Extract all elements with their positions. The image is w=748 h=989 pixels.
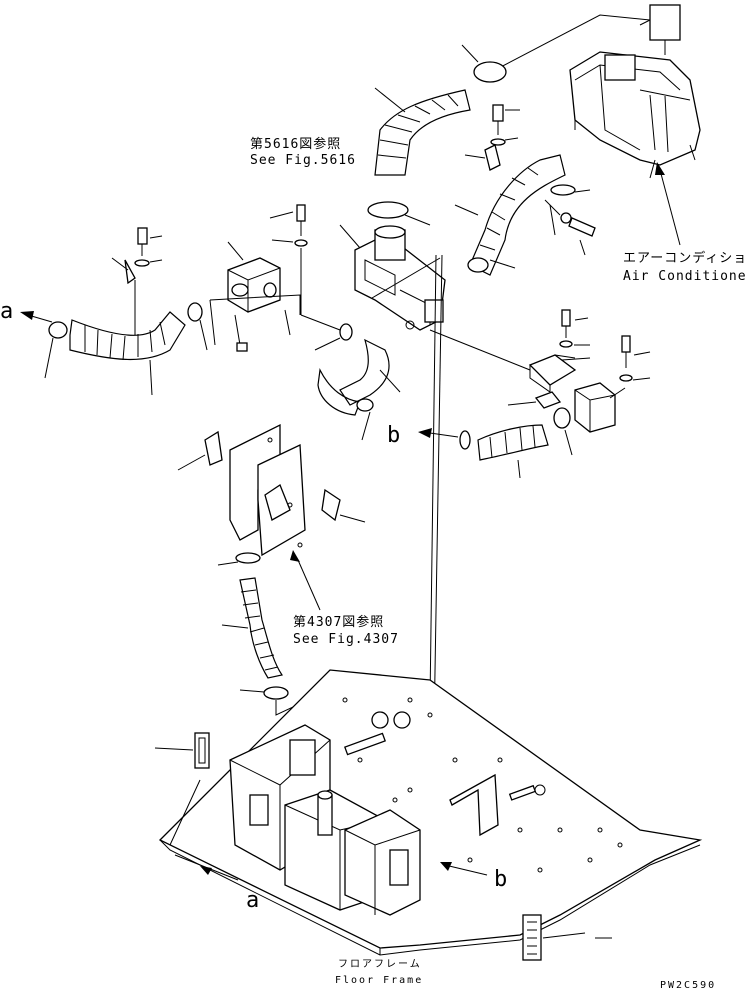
- floor-frame-label-en: Floor Frame: [335, 975, 423, 986]
- duct-junction: [354, 225, 446, 331]
- ref-5616-jp: 第5616図参照: [250, 136, 341, 152]
- marker-a-bottom: a: [246, 888, 259, 913]
- marker-b-bottom: b: [494, 867, 507, 892]
- ref-5616-en: See Fig.5616: [250, 153, 356, 168]
- marker-a-top: a: [0, 299, 13, 324]
- aircon-label-jp: エアーコンディショナ: [623, 250, 748, 266]
- junction-box-right: [553, 382, 616, 433]
- drawing-code: PW2C590: [660, 980, 716, 989]
- hose-right-lower: [477, 424, 549, 461]
- aircon-label-en: Air Conditioner: [623, 269, 748, 284]
- ref-4307-en: See Fig.4307: [293, 632, 399, 647]
- ref-4307-jp: 第4307図参照: [293, 614, 384, 630]
- floor-frame-label-jp: フロアフレーム: [338, 958, 422, 970]
- cab-cover-panel: [204, 423, 341, 557]
- hose-center: [317, 338, 390, 416]
- bolt-set-upper-right: [490, 104, 520, 146]
- hose-top-bent: [374, 89, 471, 176]
- marker-b-mid: b: [387, 423, 400, 448]
- hose-right-upper: [469, 154, 566, 276]
- junction-box-left: [209, 257, 301, 352]
- hose-vertical: [239, 577, 283, 679]
- clamp-top: [473, 61, 507, 83]
- clamp-upper-mid: [367, 201, 409, 219]
- hose-left: [69, 311, 186, 361]
- floor-frame: [158, 669, 703, 956]
- air-conditioner-unit: [569, 4, 701, 179]
